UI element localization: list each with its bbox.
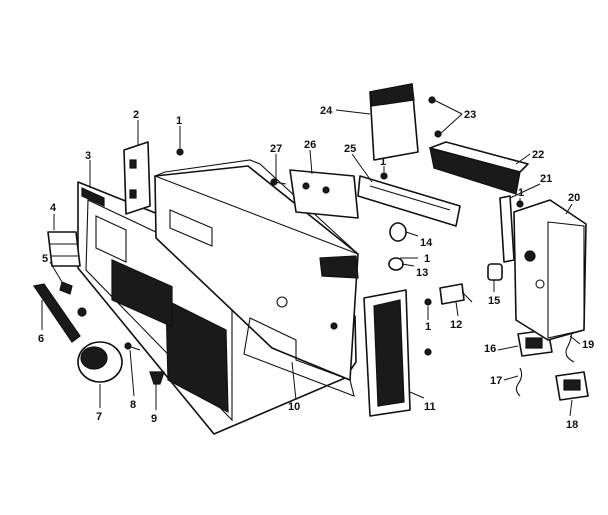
label-part-7: 7: [96, 411, 102, 423]
label-part-1-c: 1: [424, 253, 430, 265]
part-13-fitting: [388, 257, 404, 271]
part-11-insert-panel: [363, 289, 411, 417]
label-part-22: 22: [532, 149, 544, 161]
part-26-mounting-plate: [289, 169, 359, 219]
label-part-24: 24: [320, 105, 333, 117]
label-part-23: 23: [464, 109, 476, 121]
label-part-15: 15: [488, 295, 500, 307]
part-18-terminal: [555, 371, 589, 401]
part-10-console-channel: [153, 159, 359, 397]
label-part-18: 18: [566, 419, 578, 431]
label-part-1-e: 1: [518, 187, 524, 199]
part-25-rail: [357, 175, 461, 227]
part-23-screws: [428, 96, 442, 138]
part-4-button-bank: [47, 231, 81, 267]
label-part-12: 12: [450, 319, 462, 331]
part-6-switch-bar: [32, 283, 81, 343]
part-24-box: [369, 83, 419, 161]
label-part-17: 17: [490, 375, 502, 387]
label-part-1: 1: [176, 115, 182, 127]
label-part-2: 2: [133, 109, 139, 121]
label-part-1-d: 1: [425, 321, 431, 333]
part-1-screws: [176, 148, 524, 356]
part-22-cover: [429, 141, 529, 195]
part-7-knob: [77, 341, 123, 383]
part-12-connector: [439, 283, 473, 305]
part-2-bracket: [123, 141, 151, 215]
label-part-27: 27: [270, 143, 282, 155]
label-part-14: 14: [420, 237, 433, 249]
part-15-plug: [487, 263, 503, 281]
label-part-4: 4: [50, 202, 57, 214]
label-part-26: 26: [304, 139, 316, 151]
label-part-19: 19: [582, 339, 594, 351]
part-21-strip: [499, 195, 515, 263]
label-part-10: 10: [288, 401, 300, 413]
label-part-21: 21: [540, 173, 552, 185]
label-part-8: 8: [130, 399, 136, 411]
part-8-screw: [124, 342, 141, 351]
label-part-25: 25: [344, 143, 356, 155]
label-part-5: 5: [42, 253, 48, 265]
label-part-6: 6: [38, 333, 44, 345]
part-17-wire: [515, 367, 523, 397]
label-part-16: 16: [484, 343, 496, 355]
label-part-9: 9: [151, 413, 157, 425]
part-5-clip: [59, 281, 73, 295]
part-14-fitting: [389, 222, 407, 242]
part-3-control-panel: [77, 181, 357, 435]
part-27-screw: [270, 178, 287, 186]
part-9-screw: [149, 371, 165, 385]
leader-lines: [41, 99, 581, 417]
label-part-11: 11: [424, 401, 436, 413]
callout-labels: 1 2 3 4 5 6 7 8 9 10 11 12 13 14 15 16 1…: [38, 105, 594, 431]
part-misc-screw: [77, 307, 87, 317]
label-part-3: 3: [85, 150, 91, 162]
label-part-13: 13: [416, 267, 428, 279]
label-part-1-b: 1: [380, 156, 386, 168]
label-part-20: 20: [568, 192, 580, 204]
part-20-timer: [513, 199, 587, 341]
